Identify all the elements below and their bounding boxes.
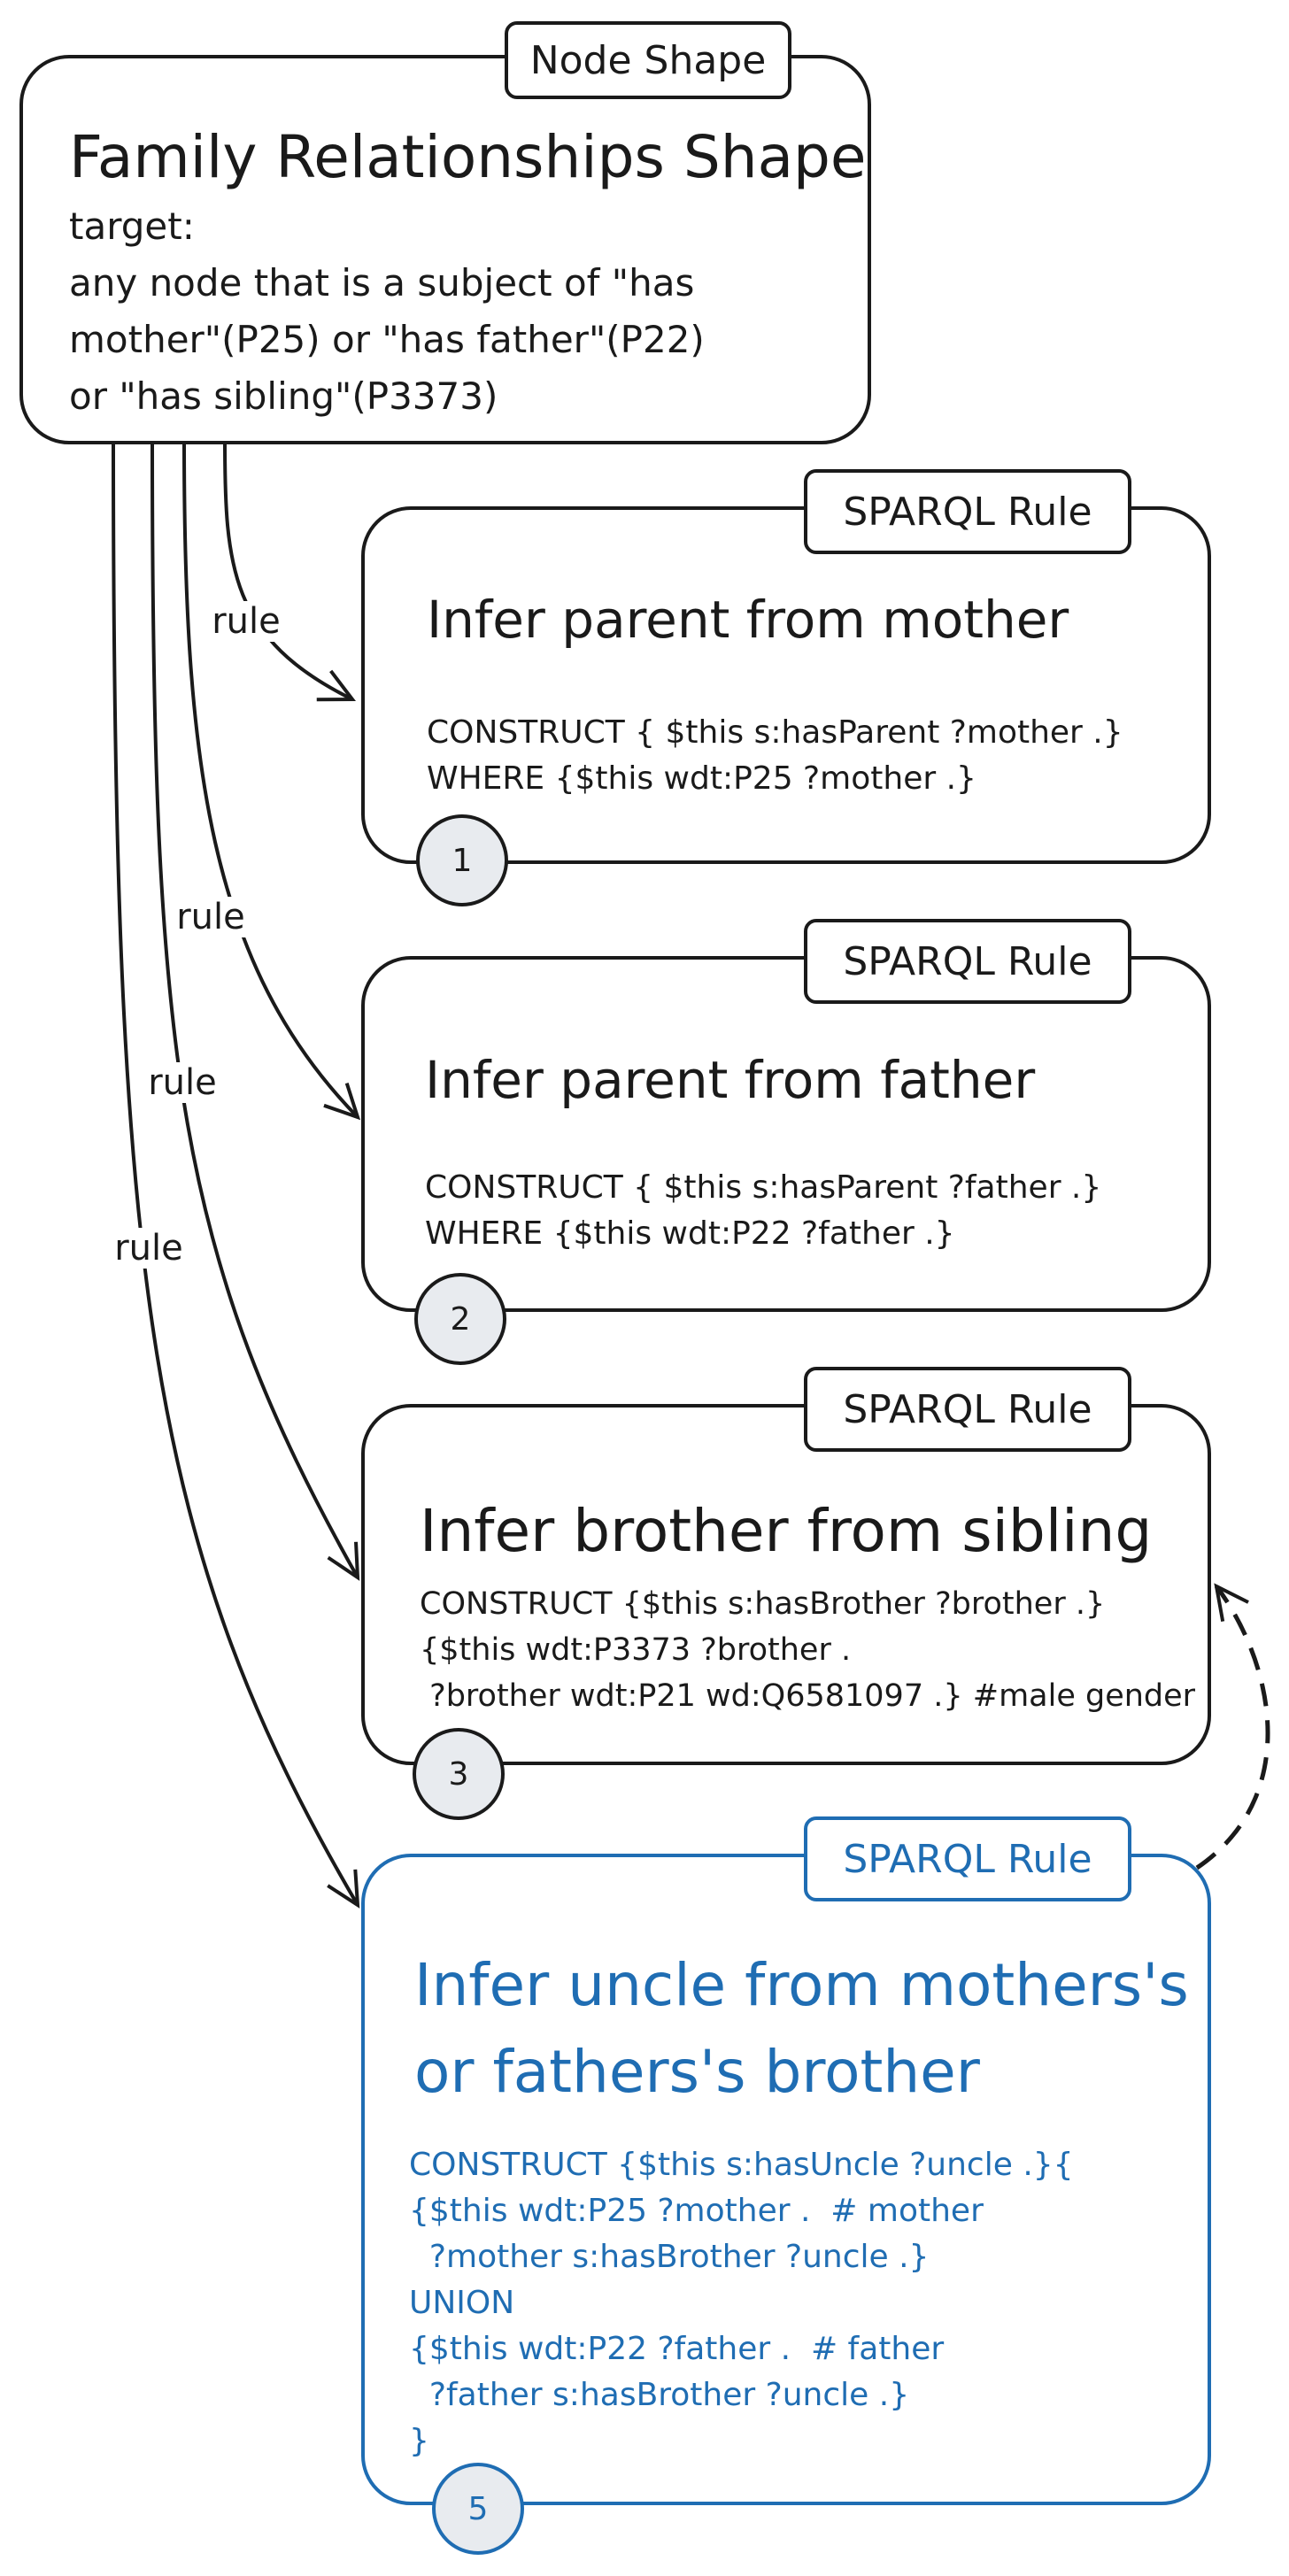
- rule-code-1: CONSTRUCT { $this s:hasParent ?mother .}…: [427, 714, 1123, 797]
- rule-edge-2: [182, 440, 361, 1121]
- rule-edge-1: [223, 440, 357, 702]
- edge-label-rule-2: rule: [173, 897, 249, 937]
- rule-tag-3: SPARQL Rule: [804, 1367, 1131, 1452]
- rule-code-5: CONSTRUCT {$this s:hasUncle ?uncle .}{ {…: [409, 2147, 1074, 2459]
- edge-label-rule-3: rule: [144, 1062, 220, 1103]
- rule-number-badge-1: 1: [416, 814, 508, 906]
- rule-title-3: Infer brother from sibling: [420, 1497, 1153, 1565]
- rule-box-5[interactable]: Infer uncle from mothers's or fathers's …: [361, 1854, 1211, 2505]
- rule-edge-4: [112, 440, 360, 1909]
- rule-edge-3: [151, 440, 360, 1581]
- rule-box-3[interactable]: Infer brother from sibling CONSTRUCT {$t…: [361, 1404, 1211, 1765]
- rule-number-badge-2: 2: [414, 1273, 506, 1365]
- rule-number-badge-5: 5: [432, 2463, 524, 2555]
- rule-code-3: CONSTRUCT {$this s:hasBrother ?brother .…: [420, 1586, 1196, 1714]
- rule-box-2[interactable]: Infer parent from father CONSTRUCT { $th…: [361, 956, 1211, 1312]
- rule-title-5: Infer uncle from mothers's or fathers's …: [414, 1951, 1189, 2106]
- edge-label-rule-4: rule: [111, 1228, 187, 1269]
- rule-title-2: Infer parent from father: [425, 1050, 1036, 1110]
- rule-box-1[interactable]: Infer parent from mother CONSTRUCT { $th…: [361, 506, 1211, 864]
- node-shape-target-label: target:: [69, 204, 195, 248]
- node-shape-tag: Node Shape: [505, 21, 791, 99]
- rule-tag-1: SPARQL Rule: [804, 469, 1131, 554]
- rule-code-2: CONSTRUCT { $this s:hasParent ?father .}…: [425, 1169, 1102, 1252]
- rule-title-1: Infer parent from mother: [427, 590, 1069, 650]
- rule-tag-5: SPARQL Rule: [804, 1816, 1131, 1901]
- node-shape-title: Family Relationships Shape: [69, 123, 867, 191]
- dependency-edge-dashed: [1195, 1583, 1270, 1870]
- node-shape-box[interactable]: Family Relationships Shape target: any n…: [19, 55, 871, 444]
- rule-tag-2: SPARQL Rule: [804, 919, 1131, 1004]
- node-shape-target-text: any node that is a subject of "has mothe…: [69, 261, 705, 418]
- edge-label-rule-1: rule: [208, 601, 284, 642]
- rule-number-badge-3: 3: [413, 1728, 505, 1820]
